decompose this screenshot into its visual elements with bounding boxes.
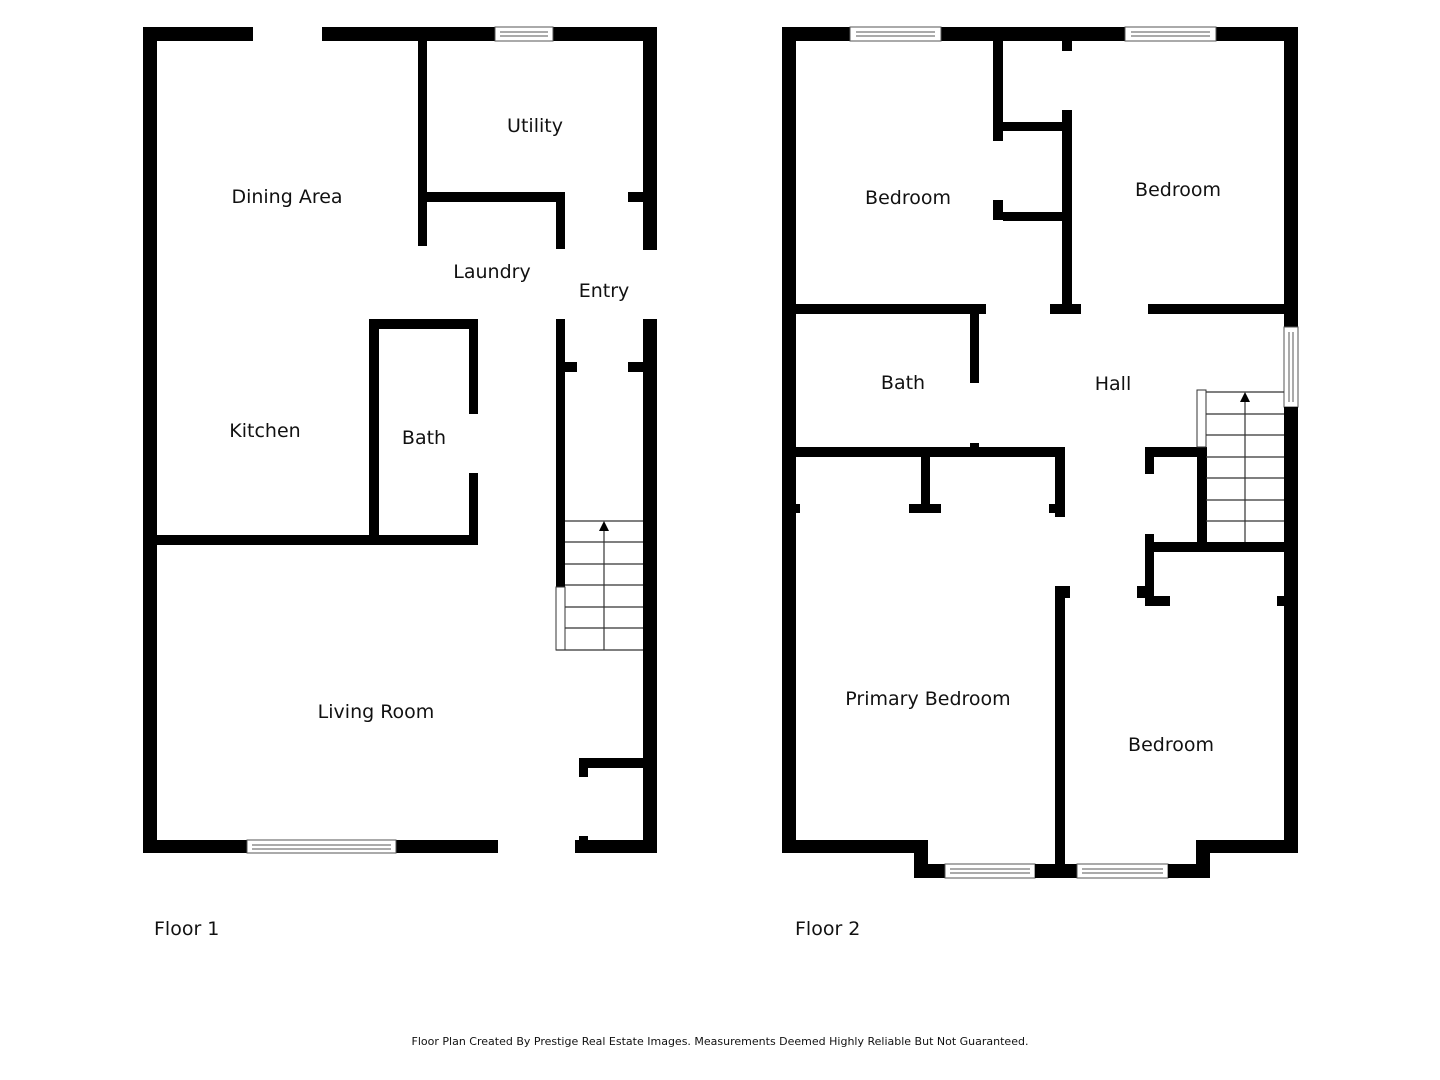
window-icon	[849, 26, 942, 42]
room-label-bedroom-bottom-right: Bedroom	[1128, 734, 1214, 756]
floor-1-title: Floor 1	[154, 918, 220, 940]
room-label-primary-bedroom: Primary Bedroom	[845, 688, 1011, 710]
room-label-dining-area: Dining Area	[231, 186, 343, 208]
window-icon	[246, 839, 397, 854]
staircase-icon	[1206, 391, 1284, 542]
room-label-hall: Hall	[1094, 373, 1132, 395]
window-icon	[494, 26, 554, 42]
disclaimer-footer: Floor Plan Created By Prestige Real Esta…	[411, 1035, 1029, 1048]
room-label-utility: Utility	[507, 115, 563, 137]
floor-1-plan	[143, 26, 657, 854]
room-label-laundry: Laundry	[453, 261, 531, 283]
room-label-bedroom-top-left: Bedroom	[865, 187, 951, 209]
floor-2-title: Floor 2	[795, 918, 861, 940]
window-icon	[1076, 863, 1169, 879]
room-label-bedroom-top-right: Bedroom	[1135, 179, 1221, 201]
window-icon	[1283, 326, 1299, 408]
room-label-entry: Entry	[578, 280, 630, 302]
room-label-bath: Bath	[880, 372, 926, 394]
room-label-bath: Bath	[401, 427, 447, 449]
staircase-icon	[556, 520, 643, 651]
room-label-kitchen: Kitchen	[229, 420, 301, 442]
window-icon	[944, 863, 1036, 879]
floor-2-plan	[782, 26, 1299, 879]
window-icon	[1124, 26, 1217, 42]
room-label-living-room: Living Room	[317, 701, 435, 723]
